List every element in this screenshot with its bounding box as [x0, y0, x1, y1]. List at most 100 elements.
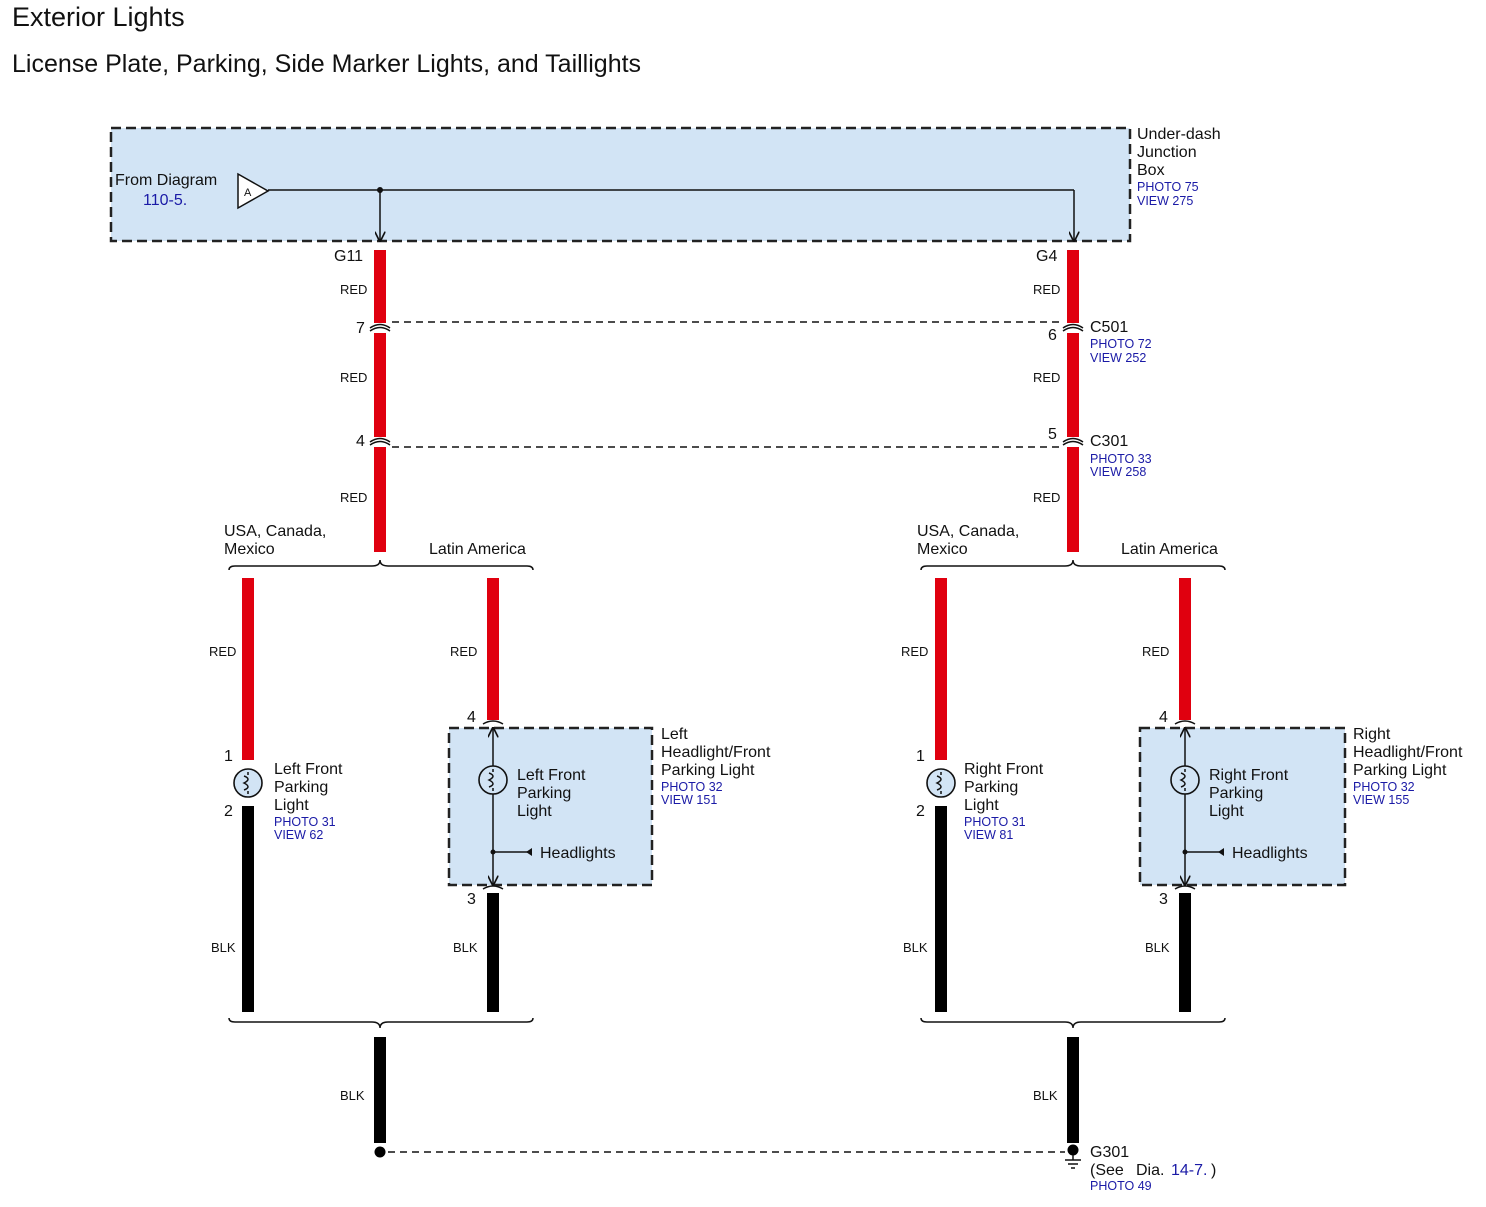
left-parking-name-1: Left Front — [274, 761, 343, 778]
bulb-filament-icon — [1179, 769, 1186, 791]
wire-color-red: RED — [340, 282, 367, 297]
merge-brace-left — [228, 1017, 534, 1029]
right-headlight-inner-name-3: Light — [1209, 803, 1244, 820]
c501-pin-left: 7 — [356, 320, 365, 337]
left-headlight-assembly-name-2: Headlight/Front — [661, 744, 771, 761]
c301-pin-right: 5 — [1048, 426, 1057, 443]
ground-see-dia: Dia. — [1136, 1162, 1164, 1179]
right-headlight-assembly-name-2: Headlight/Front — [1353, 744, 1463, 761]
left-parking-pin-bottom: 2 — [224, 803, 233, 820]
left-headlight-connector-bottom-icon — [482, 885, 504, 890]
wire-color-blk: BLK — [340, 1088, 365, 1103]
headlights-arrow-icon — [526, 848, 532, 856]
left-headlight-assembly-name-1: Left — [661, 726, 688, 743]
left-ground-splice-dot — [374, 1146, 386, 1158]
left-headlight-view-link[interactable]: VIEW 151 — [661, 793, 717, 807]
left-parking-view-link[interactable]: VIEW 62 — [274, 828, 323, 842]
wire-color-blk: BLK — [453, 940, 478, 955]
from-diagram-ref-link[interactable]: 110-5. — [143, 192, 187, 209]
c301-name: C301 — [1090, 433, 1128, 450]
left-headlight-photo-link[interactable]: PHOTO 32 — [661, 780, 723, 794]
left-parking-photo-link[interactable]: PHOTO 31 — [274, 815, 336, 829]
connector-a-letter: A — [244, 187, 252, 199]
wire-color-blk: BLK — [211, 940, 236, 955]
right-parking-view-link[interactable]: VIEW 81 — [964, 828, 1013, 842]
left-headlights-label: Headlights — [540, 845, 616, 862]
c501-right-connector-icon — [1062, 323, 1084, 332]
headlights-arrow-icon — [1218, 848, 1224, 856]
branch-usa-label-2: Mexico — [224, 541, 275, 558]
wire-color-red: RED — [901, 644, 928, 659]
right-parking-name-2: Parking — [964, 779, 1018, 796]
junction-box[interactable] — [109, 126, 1132, 243]
left-headlight-inner-name-2: Parking — [517, 785, 571, 802]
junction-box-name-1: Under-dash — [1137, 126, 1221, 143]
right-headlight-connector-bottom-icon — [1174, 885, 1196, 890]
merge-brace-right — [920, 1017, 1226, 1029]
right-parking-pin-top: 1 — [916, 748, 925, 765]
branch-brace-left — [228, 559, 534, 571]
wire-color-blk: BLK — [1145, 940, 1170, 955]
left-headlight-connector-top-icon — [482, 720, 504, 725]
c501-pin-right: 6 — [1048, 327, 1057, 344]
left-headlight-pin-top: 4 — [467, 709, 476, 726]
left-headlight-assembly[interactable] — [447, 726, 654, 887]
connector-a-triangle-icon — [237, 172, 270, 210]
right-ground-splice-dot — [1067, 1144, 1079, 1156]
page-title: Exterior Lights — [12, 2, 185, 32]
left-parking-name-3: Light — [274, 797, 309, 814]
right-parking-name-1: Right Front — [964, 761, 1044, 778]
bulb-filament-icon — [487, 769, 494, 791]
c301-photo-link[interactable]: PHOTO 33 — [1090, 452, 1152, 466]
wire-color-red: RED — [1033, 490, 1060, 505]
right-parking-name-3: Light — [964, 797, 999, 814]
left-headlight-inner-name-1: Left Front — [517, 767, 586, 784]
branch-latin-label: Latin America — [429, 541, 526, 558]
right-parking-photo-link[interactable]: PHOTO 31 — [964, 815, 1026, 829]
left-parking-name-2: Parking — [274, 779, 328, 796]
ground-photo-link[interactable]: PHOTO 49 — [1090, 1179, 1152, 1193]
terminal-g11: G11 — [334, 248, 363, 265]
branch-usa-label-1: USA, Canada, — [224, 523, 326, 540]
terminal-g4: G4 — [1036, 248, 1057, 265]
right-headlight-pin-top: 4 — [1159, 709, 1168, 726]
right-headlights-label: Headlights — [1232, 845, 1308, 862]
right-headlight-view-link[interactable]: VIEW 155 — [1353, 793, 1409, 807]
junction-box-photo-link[interactable]: PHOTO 75 — [1137, 180, 1199, 194]
right-headlight-inner-name-1: Right Front — [1209, 767, 1289, 784]
wire-color-red: RED — [340, 370, 367, 385]
wire-color-blk: BLK — [1033, 1088, 1058, 1103]
wire-color-red: RED — [450, 644, 477, 659]
branch-brace-right — [920, 559, 1226, 571]
bulb-filament-icon — [935, 772, 942, 794]
bulb-filament-icon — [242, 772, 249, 794]
junction-box-name-2: Junction — [1137, 144, 1197, 161]
c501-view-link[interactable]: VIEW 252 — [1090, 351, 1146, 365]
left-headlight-pin-bottom: 3 — [467, 891, 476, 908]
ground-diagram-ref-link[interactable]: 14-7. — [1171, 1162, 1207, 1179]
right-headlight-connector-top-icon — [1174, 720, 1196, 725]
wire-color-blk: BLK — [903, 940, 928, 955]
wire-color-red: RED — [1033, 370, 1060, 385]
right-headlight-pin-bottom: 3 — [1159, 891, 1168, 908]
right-headlight-assembly-name-1: Right — [1353, 726, 1391, 743]
right-headlight-assembly-name-3: Parking Light — [1353, 762, 1447, 779]
bulb-icon[interactable] — [233, 768, 263, 798]
ground-see-prefix: (See — [1090, 1162, 1124, 1179]
left-headlight-assembly-name-3: Parking Light — [661, 762, 755, 779]
c301-pin-left: 4 — [356, 433, 365, 450]
from-diagram-label: From Diagram — [115, 172, 217, 189]
wire-color-red: RED — [1142, 644, 1169, 659]
ground-name: G301 — [1090, 1144, 1129, 1161]
right-headlight-assembly[interactable] — [1138, 726, 1347, 887]
c301-view-link[interactable]: VIEW 258 — [1090, 465, 1146, 479]
ground-symbol-icon — [1065, 1155, 1081, 1169]
right-headlight-photo-link[interactable]: PHOTO 32 — [1353, 780, 1415, 794]
branch-usa-label-1: USA, Canada, — [917, 523, 1019, 540]
c501-name: C501 — [1090, 319, 1128, 336]
bulb-icon[interactable] — [926, 768, 956, 798]
junction-box-view-link[interactable]: VIEW 275 — [1137, 194, 1193, 208]
c501-photo-link[interactable]: PHOTO 72 — [1090, 337, 1152, 351]
right-headlight-inner-name-2: Parking — [1209, 785, 1263, 802]
